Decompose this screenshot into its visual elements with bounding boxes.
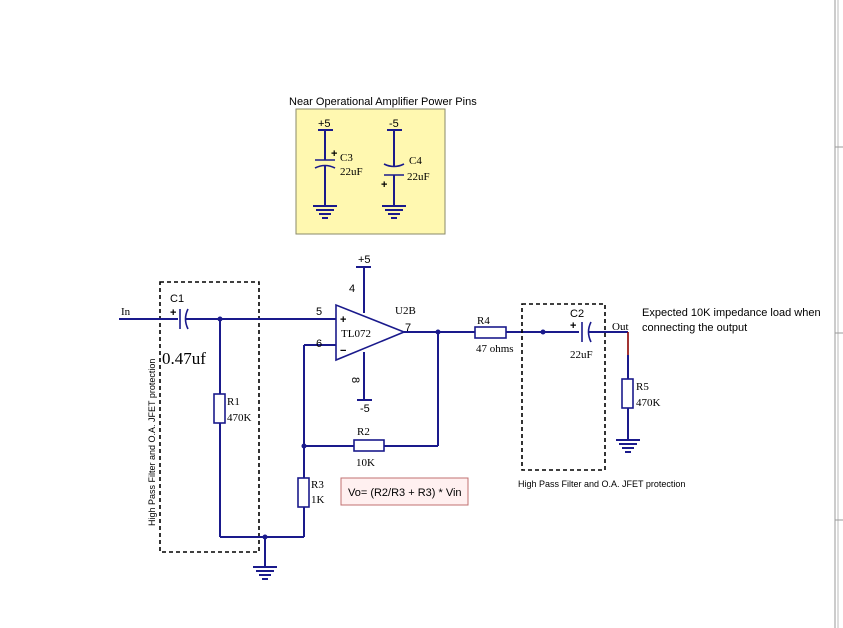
load-note-line1: Expected 10K impedance load when xyxy=(642,307,821,319)
capacitor-c1: C1 + 0.47uf xyxy=(162,293,206,368)
c4-plus: + xyxy=(381,179,387,191)
c4-value: 22uF xyxy=(407,171,430,183)
left-filter-label: High Pass Filter and O.A. JFET protectio… xyxy=(147,359,157,526)
capacitor-c4: -5 + C4 22uF xyxy=(381,118,430,219)
pin-6: 6 xyxy=(316,338,322,350)
c3-rail-label: +5 xyxy=(318,118,331,130)
opamp-part: TL072 xyxy=(341,328,371,340)
resistor-r2: R2 10K xyxy=(304,426,438,469)
r1-value: 470K xyxy=(227,412,252,424)
ground-icon xyxy=(616,439,640,453)
opamp-rail-neg: -5 xyxy=(360,403,370,415)
svg-text:−: − xyxy=(340,345,346,357)
pin-8: 8 xyxy=(349,377,361,383)
r4-value: 47 ohms xyxy=(476,343,514,355)
resistor-r3: R3 1K xyxy=(297,345,325,537)
opamp-ref: U2B xyxy=(395,305,416,317)
resistor-r4: R4 47 ohms xyxy=(474,315,514,355)
r2-value: 10K xyxy=(356,457,375,469)
c4-rail-label: -5 xyxy=(389,118,399,130)
input-label: In xyxy=(121,306,131,318)
resistor-r5: R5 470K xyxy=(616,378,661,453)
opamp-rail-pos: +5 xyxy=(358,254,371,266)
right-filter-label: High Pass Filter and O.A. JFET protectio… xyxy=(518,479,685,489)
resistor-r1: R1 470K xyxy=(213,319,252,537)
c2-ref: C2 xyxy=(570,308,584,320)
r2-ref: R2 xyxy=(357,426,370,438)
gain-formula: Vo= (R2/R3 + R3) * Vin xyxy=(348,487,462,499)
r5-ref: R5 xyxy=(636,381,649,393)
svg-text:+: + xyxy=(170,307,176,319)
c1-value: 0.47uf xyxy=(162,349,206,368)
c3-plus: + xyxy=(331,148,337,160)
power-decoupling-box: Near Operational Amplifier Power Pins +5… xyxy=(289,96,477,235)
c2-value: 22uF xyxy=(570,349,593,361)
output-label: Out xyxy=(612,321,629,333)
c3-value: 22uF xyxy=(340,166,363,178)
r3-value: 1K xyxy=(311,494,325,506)
left-filter-box: High Pass Filter and O.A. JFET protectio… xyxy=(147,281,260,553)
r4-ref: R4 xyxy=(477,315,490,327)
r3-ref: R3 xyxy=(311,479,324,491)
r5-value: 470K xyxy=(636,397,661,409)
ground-icon xyxy=(253,566,277,580)
c4-ref: C4 xyxy=(409,155,422,167)
ground-icon xyxy=(313,205,337,219)
right-filter-box: High Pass Filter and O.A. JFET protectio… xyxy=(518,303,685,489)
capacitor-c3: +5 + C3 22uF xyxy=(313,118,363,219)
pin-5: 5 xyxy=(316,306,322,318)
ground-icon xyxy=(382,205,406,219)
pin-7: 7 xyxy=(405,322,411,334)
c1-ref: C1 xyxy=(170,293,184,305)
svg-text:+: + xyxy=(570,320,576,332)
pin-4: 4 xyxy=(349,283,355,295)
gain-formula-box: Vo= (R2/R3 + R3) * Vin xyxy=(340,477,469,506)
sheet-border xyxy=(834,0,843,628)
opamp-u2b: + − TL072 U2B 5 6 7 +5 4 8 -5 xyxy=(316,254,416,415)
svg-text:+: + xyxy=(340,314,346,326)
capacitor-c2: C2 + 22uF xyxy=(570,308,593,361)
r1-ref: R1 xyxy=(227,396,240,408)
power-box-title: Near Operational Amplifier Power Pins xyxy=(289,96,477,108)
load-note-line2: connecting the output xyxy=(642,322,747,334)
c3-ref: C3 xyxy=(340,152,353,164)
